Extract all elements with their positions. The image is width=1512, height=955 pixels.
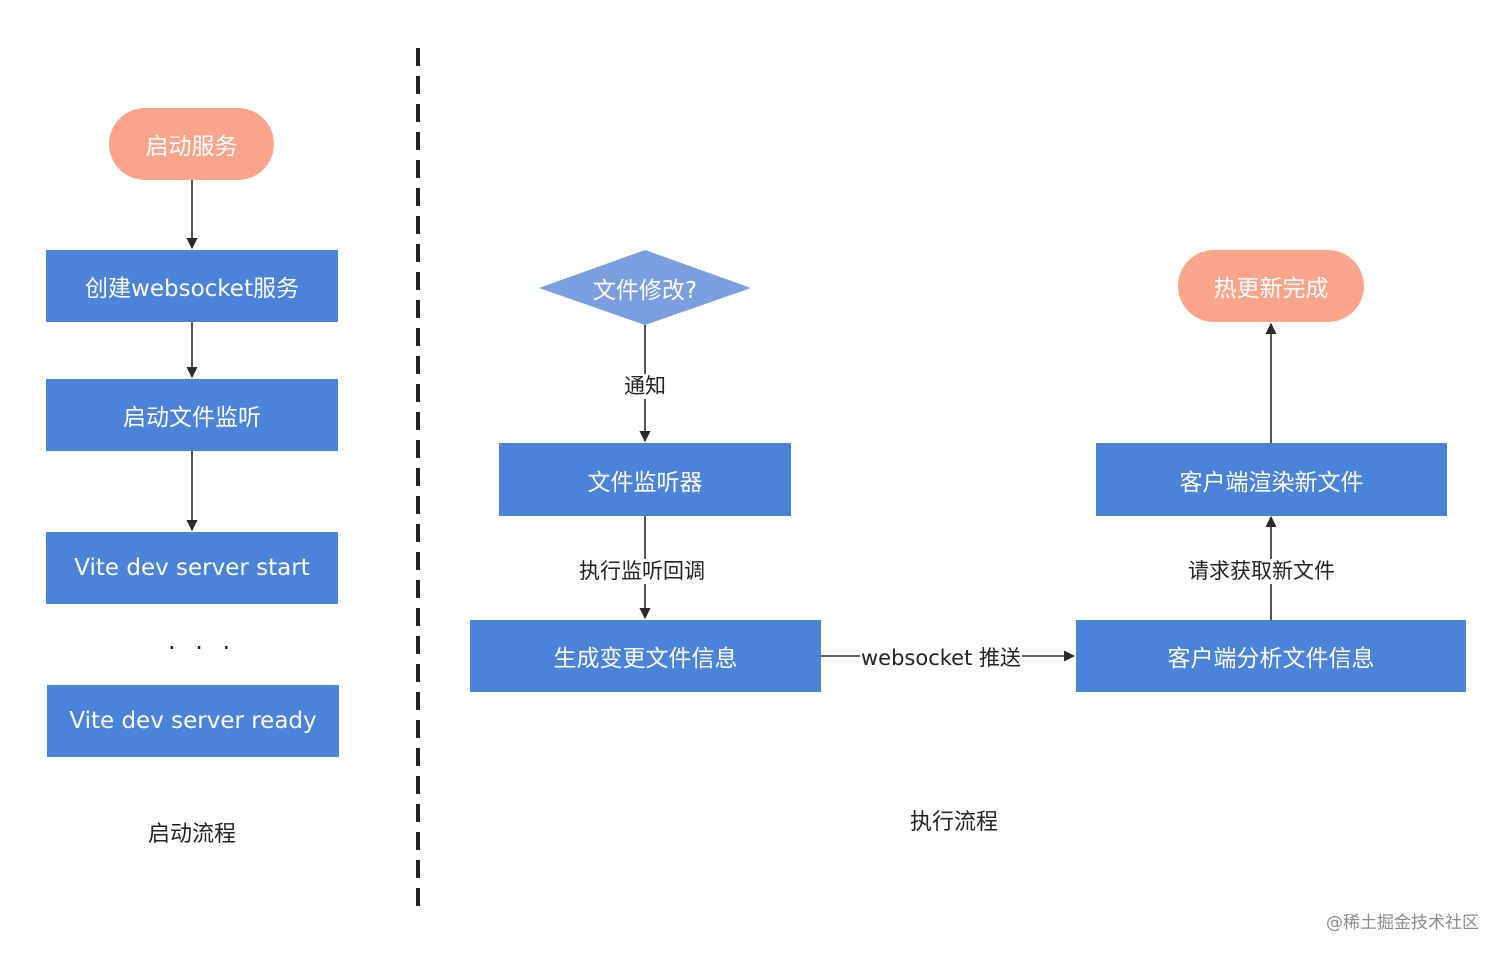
server-ready-node: Vite dev server ready — [47, 685, 339, 757]
server-start-node: Vite dev server start — [46, 532, 338, 604]
client-render-node: 客户端渲染新文件 — [1096, 443, 1447, 516]
file-watcher-node: 文件监听器 — [499, 443, 791, 516]
start-file-watch-node: 启动文件监听 — [46, 379, 338, 451]
callback-label: 执行监听回调 — [578, 559, 706, 584]
decision-label: 文件修改? — [592, 277, 698, 304]
generate-change-info-node: 生成变更文件信息 — [470, 620, 821, 692]
startup-flow-caption: 启动流程 — [148, 822, 237, 847]
notify-label: 通知 — [623, 374, 667, 399]
decision-diamond — [539, 250, 751, 325]
client-analyze-node: 客户端分析文件信息 — [1076, 620, 1466, 692]
request-new-file-label: 请求获取新文件 — [1187, 559, 1336, 584]
create-websocket-node: 创建websocket服务 — [46, 250, 338, 322]
hmr-complete-node: 热更新完成 — [1178, 250, 1364, 322]
ellipsis-dots: · · · — [168, 634, 237, 662]
watermark: @稀土掘金技术社区 — [1326, 913, 1479, 933]
start-node: 启动服务 — [109, 108, 274, 180]
exec-flow-caption: 执行流程 — [910, 810, 999, 835]
websocket-push-label: websocket 推送 — [860, 646, 1023, 671]
